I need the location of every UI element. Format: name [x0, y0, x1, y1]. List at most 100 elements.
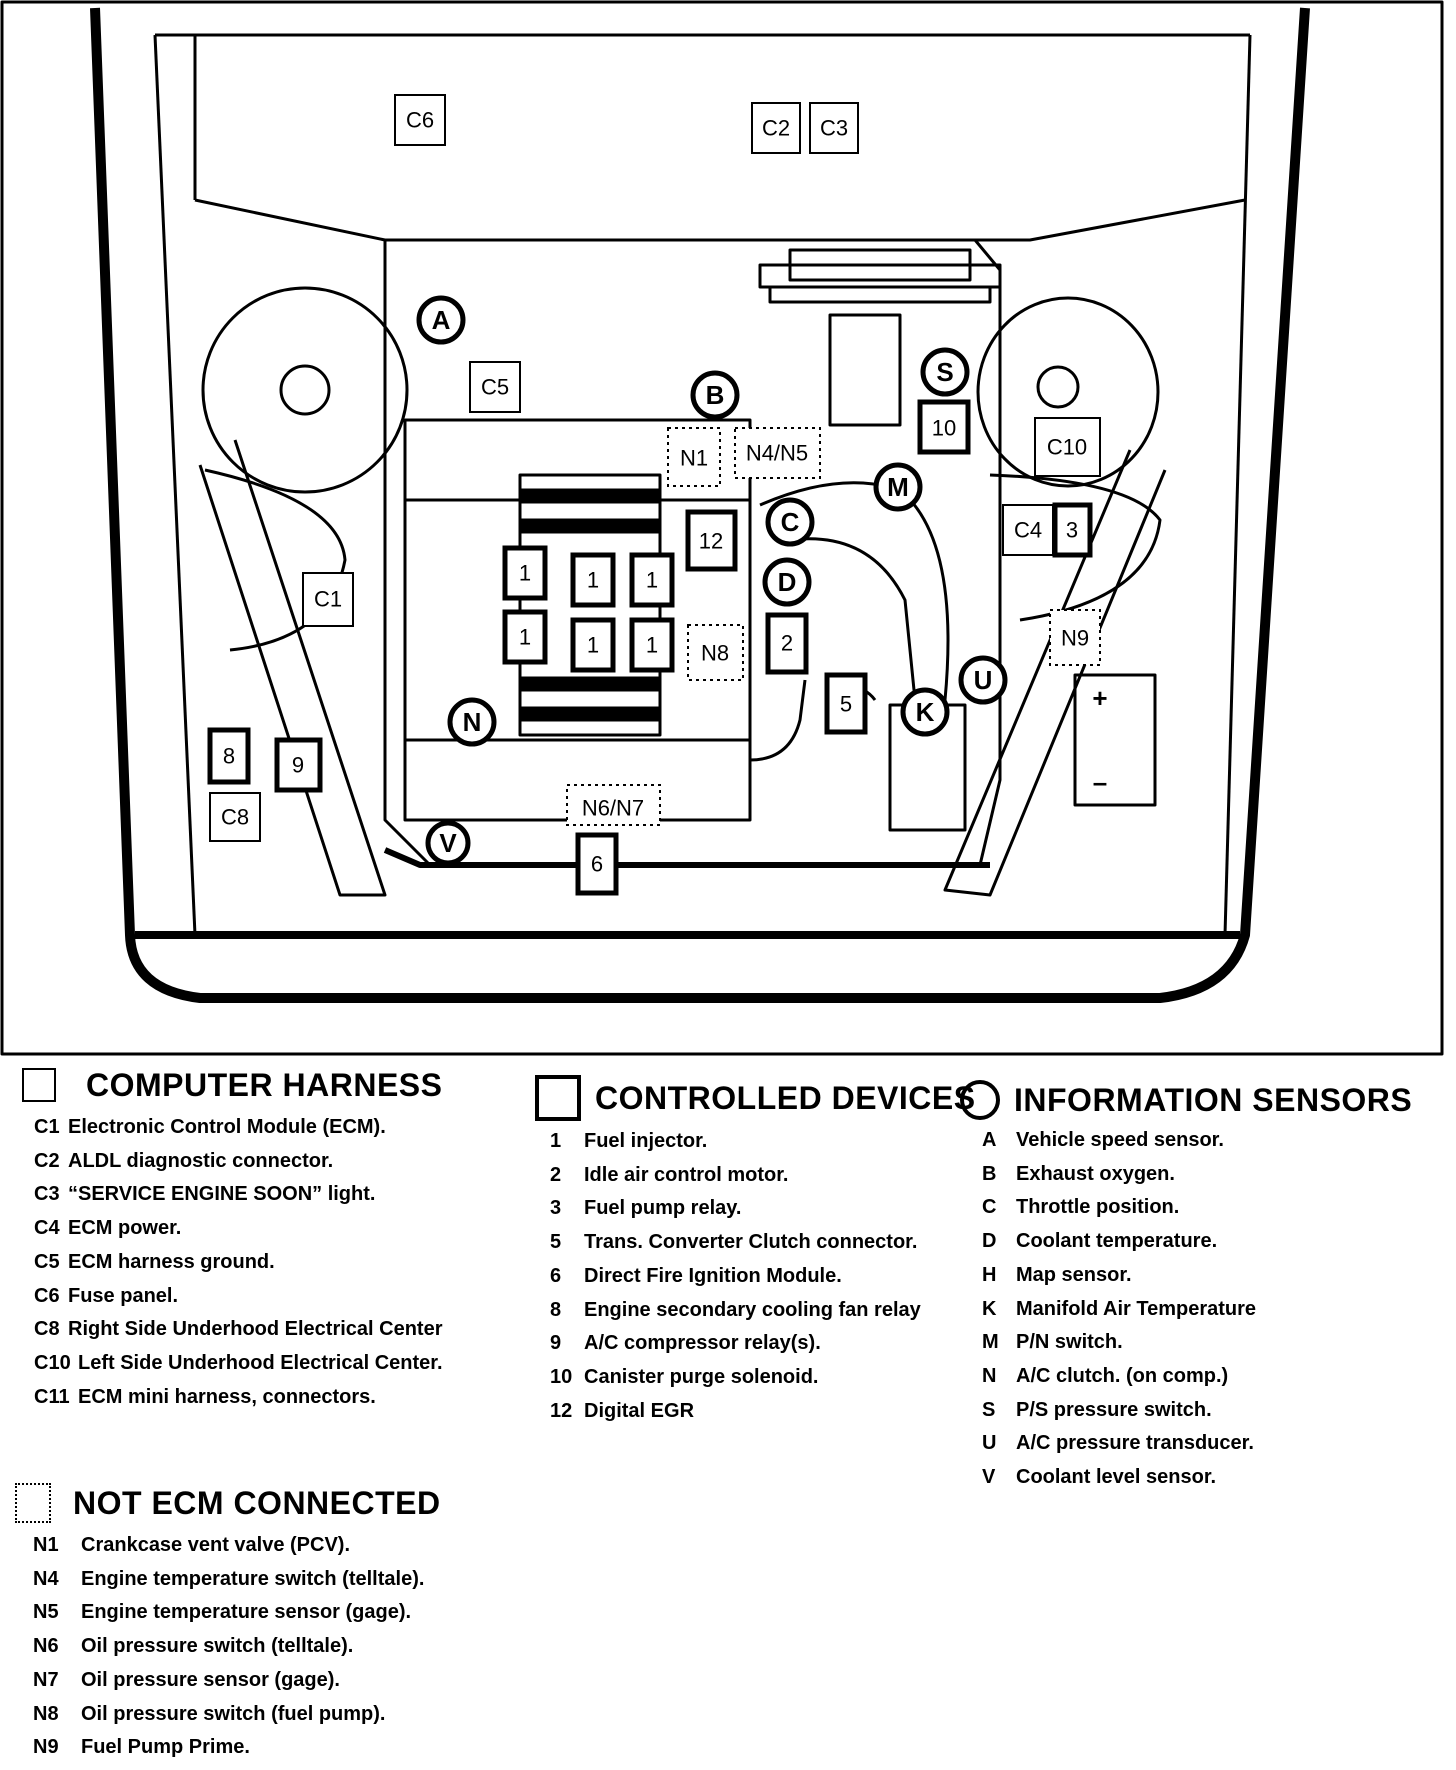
item-code: S	[982, 1398, 996, 1421]
sensor-a	[416, 295, 466, 345]
lower-crossmember	[383, 847, 990, 868]
item-text: Fuel pump relay.	[584, 1197, 742, 1220]
item-text: Direct Fire Ignition Module.	[584, 1264, 842, 1287]
non-ecm-symbol-icon	[15, 1483, 51, 1523]
item-code: C2	[34, 1149, 60, 1172]
information-sensors	[416, 295, 1008, 866]
label-c4: C4	[1014, 518, 1042, 543]
item-code: 2	[550, 1163, 562, 1186]
item-text: A/C pressure transducer.	[1016, 1432, 1254, 1455]
label-c10: C10	[1047, 435, 1087, 460]
item-text: ECM mini harness, connectors.	[78, 1385, 376, 1408]
sensor-v	[425, 820, 471, 866]
connector-c8	[209, 792, 261, 842]
connector-c2	[751, 102, 801, 154]
label-u: U	[974, 665, 993, 695]
item-code: N4	[33, 1567, 59, 1590]
item-code: 1	[550, 1130, 562, 1152]
item-code: N	[982, 1364, 997, 1387]
item-text: Right Side Underhood Electrical Center	[68, 1318, 443, 1341]
device-10	[917, 399, 971, 455]
item-code: B	[982, 1162, 997, 1185]
item-text: Idle air control motor.	[584, 1163, 789, 1186]
label-2: 2	[781, 631, 793, 656]
list-item: C10 Left Side Underhood Electrical Cente…	[34, 1347, 443, 1381]
label-12: 12	[699, 529, 723, 554]
item-text: A/C clutch. (on comp.)	[1016, 1364, 1229, 1387]
item-text: Coolant temperature.	[1016, 1230, 1218, 1253]
connector-c3	[809, 102, 859, 154]
item-text: P/S pressure switch.	[1016, 1398, 1212, 1421]
device-2	[765, 612, 809, 675]
sensor-u	[958, 655, 1008, 705]
battery-minus: –	[1093, 767, 1107, 797]
sensor-d	[762, 557, 812, 607]
item-text: Map sensor.	[1016, 1263, 1132, 1286]
item-text: Oil pressure switch (fuel pump).	[81, 1702, 386, 1725]
item-code: N5	[33, 1601, 59, 1624]
label-a: A	[432, 305, 451, 335]
item-text: Oil pressure sensor (gage).	[81, 1668, 340, 1691]
label-n1: N1	[680, 446, 708, 471]
item-code: U	[982, 1432, 997, 1455]
item-code: N7	[33, 1668, 59, 1691]
item-text: Engine temperature sensor (gage).	[81, 1601, 412, 1624]
item-text: Canister purge solenoid.	[584, 1365, 819, 1388]
controlled-devices	[207, 399, 1093, 896]
item-text: Crankcase vent valve (PCV).	[81, 1534, 351, 1556]
device-6	[575, 832, 619, 896]
injector-4	[502, 609, 548, 665]
label-5: 5	[840, 692, 852, 717]
right-drive-belt	[943, 449, 1167, 897]
item-text: “SERVICE ENGINE SOON” light.	[68, 1183, 376, 1206]
component-n8	[687, 624, 744, 681]
item-text: Engine secondary cooling fan relay	[584, 1298, 921, 1321]
label-inj6: 1	[646, 633, 658, 658]
device-5	[824, 672, 868, 735]
label-inj3: 1	[646, 568, 658, 593]
item-text: Fuse panel.	[68, 1284, 179, 1307]
list-item: N7 Oil pressure sensor (gage).	[33, 1664, 441, 1698]
component-n9	[1049, 609, 1101, 666]
sensor-b	[690, 370, 740, 420]
injector-6	[629, 617, 675, 673]
item-text: Manifold Air Temperature	[1016, 1297, 1257, 1320]
label-10: 10	[932, 416, 956, 441]
item-code: C11	[34, 1385, 70, 1408]
cowl-panel	[155, 33, 1250, 242]
label-b: B	[706, 380, 725, 410]
item-text: A/C compressor relay(s).	[584, 1332, 821, 1355]
legend-title: INFORMATION SENSORS	[1014, 1082, 1413, 1118]
list-item: U A/C pressure transducer.	[982, 1427, 1412, 1461]
non-ecm-components	[566, 427, 1101, 826]
component-n6n7	[566, 784, 661, 826]
list-item: 2 Idle air control motor.	[550, 1159, 976, 1193]
right-pulley	[976, 296, 1162, 622]
item-code: V	[982, 1466, 996, 1489]
label-6: 6	[591, 852, 603, 877]
engine-compartment-diagram: C6 C2 C3 C5 C1 C8 C4 C10 12 10 3 2 5 8 9…	[0, 0, 1444, 1056]
item-text: Vehicle speed sensor.	[1016, 1129, 1224, 1151]
label-9: 9	[292, 753, 304, 778]
item-code: N8	[33, 1702, 59, 1725]
item-code: C3	[34, 1183, 60, 1206]
label-c6: C6	[406, 108, 434, 133]
item-text: Throttle position.	[1016, 1196, 1180, 1219]
